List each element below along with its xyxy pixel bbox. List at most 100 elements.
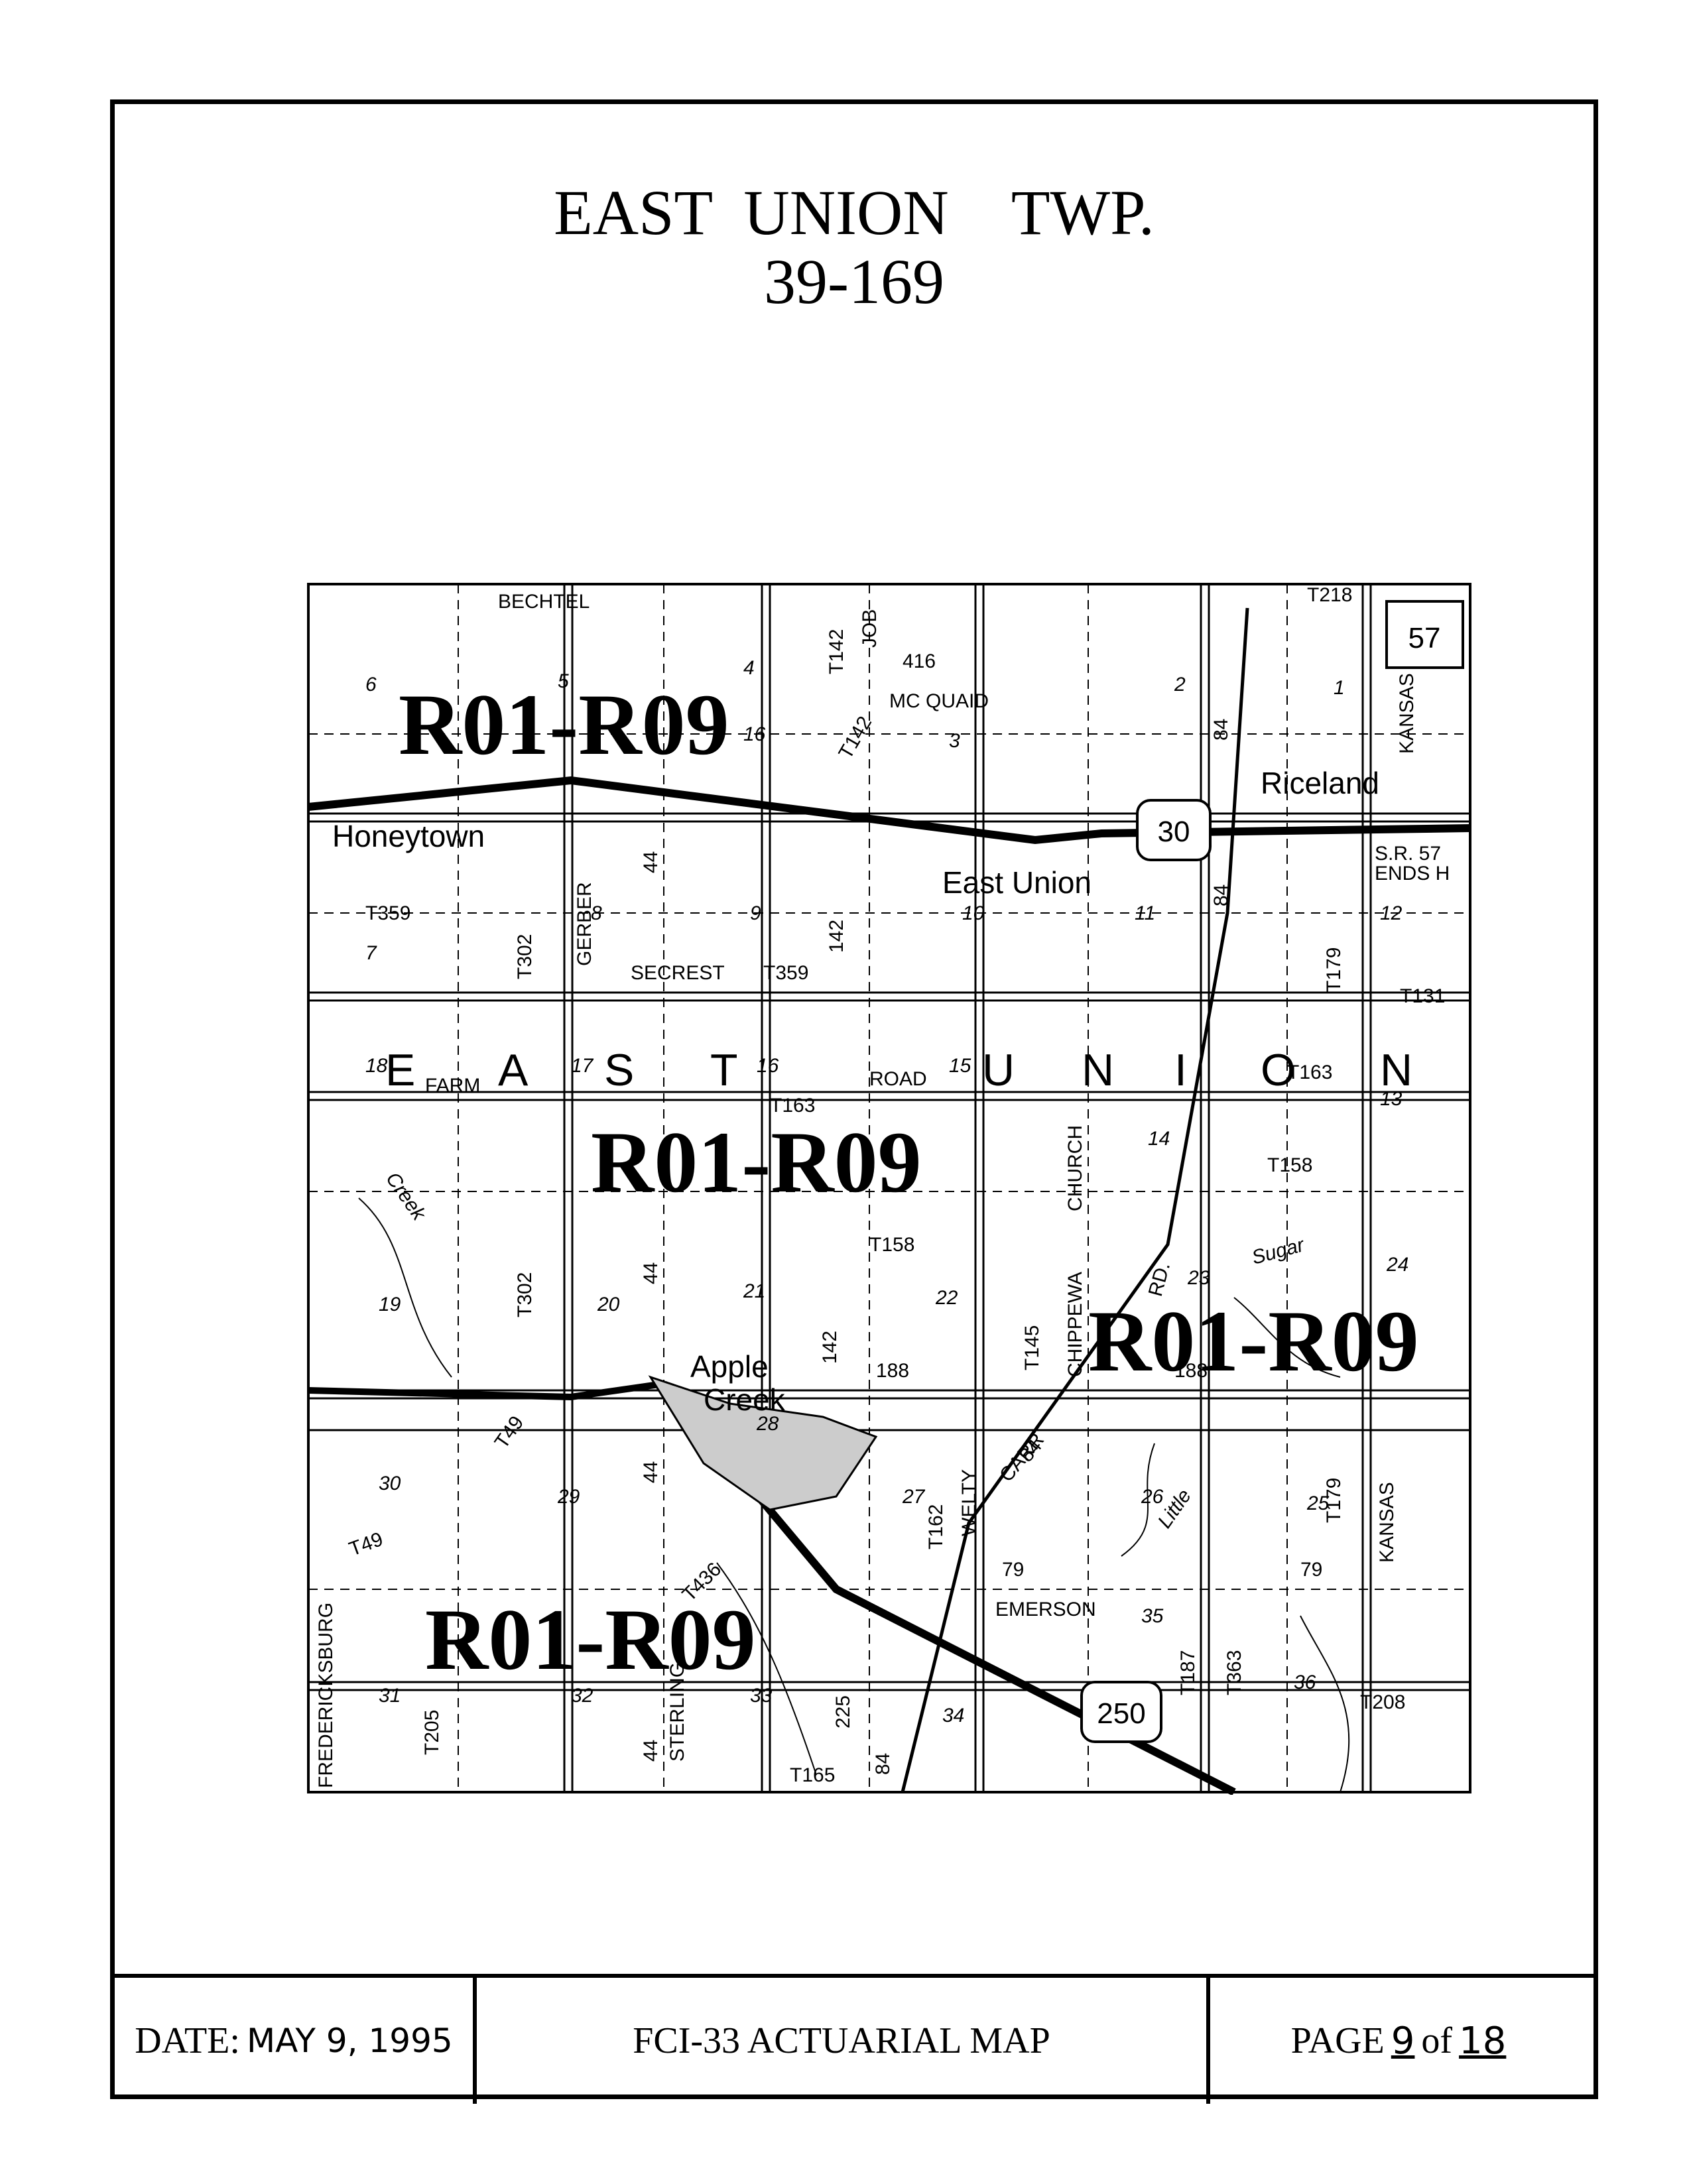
svg-text:Apple: Apple <box>690 1349 769 1384</box>
svg-text:10: 10 <box>962 902 985 924</box>
svg-text:84: 84 <box>872 1753 894 1775</box>
svg-text:17: 17 <box>571 1055 594 1077</box>
svg-text:R01-R09: R01-R09 <box>591 1113 922 1211</box>
svg-text:EMERSON: EMERSON <box>995 1599 1096 1620</box>
svg-text:T208: T208 <box>1360 1691 1405 1713</box>
svg-text:84: 84 <box>1210 719 1232 741</box>
svg-text:19: 19 <box>379 1294 401 1315</box>
svg-text:East Union: East Union <box>942 865 1092 900</box>
svg-text:T363: T363 <box>1223 1650 1245 1695</box>
svg-text:A: A <box>498 1045 529 1095</box>
svg-text:250: 250 <box>1097 1697 1145 1730</box>
svg-text:T162: T162 <box>925 1504 947 1549</box>
svg-text:1: 1 <box>1334 677 1345 699</box>
svg-text:44: 44 <box>640 1262 662 1284</box>
date-cell: DATE: MAY 9, 1995 <box>115 1978 477 2104</box>
svg-text:T218: T218 <box>1307 584 1352 606</box>
svg-text:30: 30 <box>1158 816 1190 848</box>
map-sheet-frame: EAST UNION TWP. 39-169 <box>110 99 1598 2104</box>
svg-text:N: N <box>1082 1045 1114 1095</box>
svg-text:T49: T49 <box>491 1412 529 1453</box>
svg-text:T49: T49 <box>346 1528 386 1561</box>
svg-text:T158: T158 <box>869 1234 914 1256</box>
road-grid <box>308 584 1470 1792</box>
svg-text:188: 188 <box>876 1360 909 1382</box>
svg-text:T: T <box>710 1045 738 1095</box>
svg-text:31: 31 <box>379 1685 401 1707</box>
svg-text:36: 36 <box>1294 1671 1316 1693</box>
section-number-labels: 1 2 3 4 5 6 7 8 9 10 11 12 13 14 15 16 1… <box>365 657 1408 1727</box>
svg-text:FREDERICKSBURG: FREDERICKSBURG <box>315 1603 337 1788</box>
svg-text:142: 142 <box>819 1331 841 1364</box>
svg-text:6: 6 <box>365 674 377 696</box>
date-label: DATE: <box>135 2020 240 2061</box>
svg-text:33: 33 <box>750 1685 773 1707</box>
svg-text:O: O <box>1261 1045 1296 1095</box>
svg-text:T142: T142 <box>834 713 876 763</box>
svg-text:S.R. 57: S.R. 57 <box>1375 843 1441 865</box>
svg-text:28: 28 <box>756 1413 779 1435</box>
svg-text:225: 225 <box>832 1695 854 1729</box>
svg-text:T179: T179 <box>1323 1478 1345 1523</box>
svg-text:STERLING: STERLING <box>666 1662 688 1762</box>
actuarial-map-title: FCI-33 ACTUARIAL MAP <box>633 2020 1050 2061</box>
svg-text:R01-R09: R01-R09 <box>425 1591 756 1688</box>
svg-text:T163: T163 <box>770 1095 815 1117</box>
svg-text:44: 44 <box>640 851 662 873</box>
apple-creek-village <box>648 1375 878 1511</box>
svg-text:KANSAS: KANSAS <box>1396 673 1418 754</box>
svg-text:U: U <box>982 1045 1015 1095</box>
svg-text:79: 79 <box>1300 1559 1322 1581</box>
svg-text:R01-R09: R01-R09 <box>399 676 729 773</box>
svg-text:7: 7 <box>365 942 377 964</box>
svg-text:25: 25 <box>1306 1492 1330 1514</box>
svg-text:Creek: Creek <box>704 1382 786 1417</box>
svg-text:T165: T165 <box>790 1764 835 1786</box>
state-route-84 <box>901 607 1249 1793</box>
svg-text:4: 4 <box>743 657 755 679</box>
page-total: 18 <box>1459 2019 1507 2063</box>
svg-text:416: 416 <box>903 650 936 672</box>
svg-text:79: 79 <box>1002 1559 1024 1581</box>
svg-text:T359: T359 <box>365 902 410 924</box>
highway-30 <box>308 776 1471 845</box>
svg-text:26: 26 <box>1141 1486 1164 1508</box>
svg-text:JOB: JOB <box>859 609 881 648</box>
svg-text:SECREST: SECREST <box>631 962 725 984</box>
svg-text:Honeytown: Honeytown <box>332 819 485 853</box>
svg-text:GERBER: GERBER <box>574 882 595 966</box>
svg-text:T359: T359 <box>763 962 808 984</box>
svg-text:5: 5 <box>558 670 569 692</box>
svg-text:12: 12 <box>1380 902 1403 924</box>
svg-text:KANSAS: KANSAS <box>1376 1482 1398 1563</box>
svg-text:142: 142 <box>826 920 847 953</box>
map-title: EAST UNION TWP. 39-169 <box>115 178 1593 316</box>
page-cell: PAGE 9 of 18 <box>1210 1978 1593 2104</box>
svg-text:16: 16 <box>743 723 766 745</box>
map-footer: DATE: MAY 9, 1995 FCI-33 ACTUARIAL MAP P… <box>115 1974 1593 2104</box>
map-title-cell: FCI-33 ACTUARIAL MAP <box>477 1978 1210 2104</box>
town-labels: Honeytown East Union Apple Creek Ricelan… <box>332 766 1379 1417</box>
section-lines <box>308 584 1470 1792</box>
svg-text:E: E <box>385 1045 415 1095</box>
svg-text:T179: T179 <box>1323 947 1345 993</box>
svg-text:14: 14 <box>1148 1128 1170 1150</box>
svg-text:T158: T158 <box>1267 1154 1312 1176</box>
highway-west <box>308 1380 664 1401</box>
township-name: EAST UNION TWP. <box>554 177 1155 248</box>
highway-57-shield: 57 <box>1385 600 1464 669</box>
svg-text:18: 18 <box>365 1055 388 1077</box>
highway-30-shield: 30 <box>1136 799 1212 861</box>
svg-text:Sugar: Sugar <box>1249 1234 1307 1269</box>
page-label: PAGE <box>1290 2020 1385 2061</box>
svg-text:11: 11 <box>1135 902 1155 924</box>
svg-text:Creek: Creek <box>381 1168 430 1225</box>
svg-text:9: 9 <box>750 902 761 924</box>
township-letters: E A S T U N I O N <box>385 1045 1412 1095</box>
svg-text:29: 29 <box>557 1486 580 1508</box>
svg-text:T163: T163 <box>1287 1062 1332 1083</box>
svg-text:T187: T187 <box>1177 1650 1199 1695</box>
date-value: MAY 9, 1995 <box>246 2022 453 2060</box>
svg-text:35: 35 <box>1141 1605 1164 1627</box>
svg-text:8: 8 <box>591 902 602 924</box>
